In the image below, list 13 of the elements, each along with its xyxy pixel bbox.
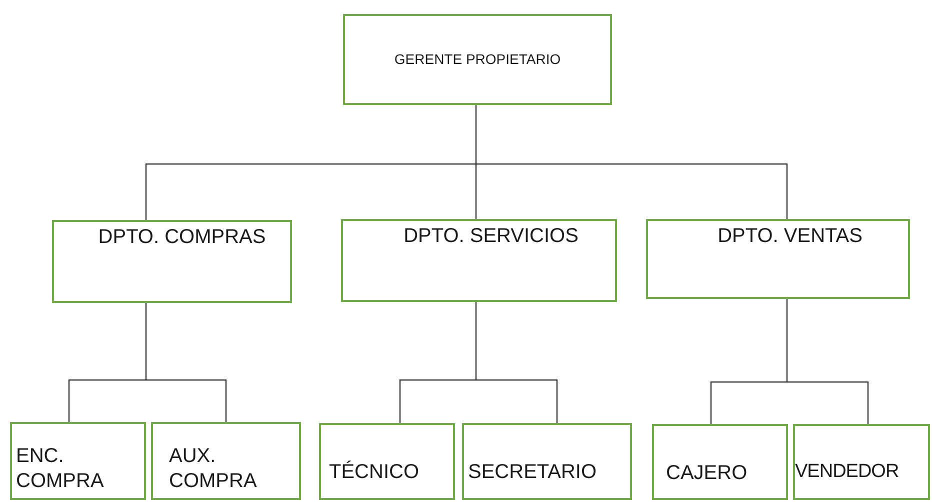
- connector-line: [476, 302, 558, 424]
- connector-line: [786, 298, 868, 424]
- org-box: TÉCNICO: [319, 423, 455, 500]
- org-box: ENC. COMPRA: [10, 422, 146, 500]
- org-box: SECRETARIO: [462, 423, 632, 500]
- org-box: CAJERO: [652, 424, 788, 500]
- connector-line: [146, 302, 226, 422]
- org-box: VENDEDOR: [793, 424, 930, 500]
- org-box: GERENTE PROPIETARIO: [343, 14, 612, 105]
- org-box: DPTO. COMPRAS: [52, 220, 292, 303]
- org-box: AUX. COMPRA: [151, 422, 301, 500]
- org-box: DPTO. SERVICIOS: [341, 219, 617, 302]
- org-box: DPTO. VENTAS: [646, 219, 910, 299]
